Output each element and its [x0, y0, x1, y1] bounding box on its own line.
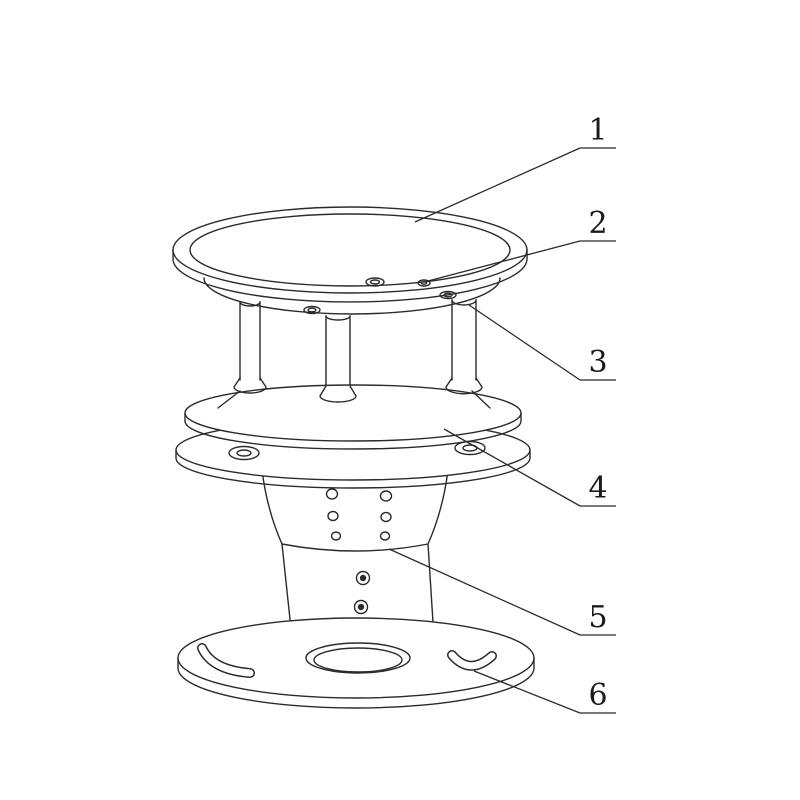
- post-right-top-junction: [451, 299, 477, 306]
- post-collars: [217, 377, 491, 409]
- post-left-shaft: [239, 301, 261, 381]
- vent-hole: [380, 511, 392, 523]
- callout-leader-1: [414, 147, 581, 223]
- screw-hole: [417, 279, 431, 287]
- screw-hole: [439, 290, 457, 300]
- screw-hole: [365, 277, 385, 287]
- flange-outer-edge: [177, 617, 535, 699]
- vent-hole: [330, 531, 342, 541]
- ring-upper-rim: [184, 412, 522, 450]
- mounting-flange: [177, 617, 535, 709]
- body-vent-holes: [325, 488, 393, 615]
- ring-lower-rim: [175, 449, 531, 489]
- screw-hole-inner: [420, 281, 428, 285]
- cap-outer-edge: [172, 206, 528, 294]
- cap-rim-thickness: [172, 249, 528, 303]
- flange-rim-thickness: [177, 657, 535, 709]
- screw-hole-inner: [369, 279, 381, 285]
- shield-ring-upper: [184, 384, 522, 450]
- body-bolt-hole: [353, 599, 369, 615]
- callout-label-1: 1: [588, 113, 607, 148]
- support-posts: [239, 299, 477, 389]
- vent-hole: [379, 531, 391, 541]
- callout-leader-6: [473, 670, 581, 714]
- vent-hole: [325, 488, 339, 500]
- flange-slot-right-inner: [448, 651, 496, 670]
- body-bolt-hole-center: [357, 603, 365, 611]
- ring-boss-left: [228, 445, 260, 461]
- ring-boss-left-hole: [236, 449, 252, 457]
- body-bolt-hole: [355, 570, 371, 586]
- collar-right: [445, 377, 483, 395]
- collar-middle: [319, 385, 357, 403]
- flange-center-hole: [305, 642, 411, 674]
- callout-label-6: 6: [588, 678, 607, 713]
- post-right-shaft: [451, 299, 477, 381]
- cap-screw-holes: [303, 277, 457, 315]
- callout-label-4: 4: [588, 471, 607, 506]
- post-left-top-junction: [239, 301, 261, 307]
- body-seam: [281, 543, 429, 552]
- callout-leader-4: [443, 428, 581, 507]
- callouts: 1 2 3 4 5 6: [388, 113, 616, 714]
- screw-hole: [303, 305, 321, 315]
- body-bolt-hole-center: [359, 574, 367, 582]
- flange-slot-left-inner: [198, 644, 254, 677]
- screw-hole-inner: [443, 292, 453, 298]
- vent-hole: [327, 510, 339, 522]
- sensor-body: [261, 469, 449, 639]
- post-middle-top-junction: [325, 315, 351, 321]
- body-outline: [261, 469, 449, 639]
- callout-leader-5: [388, 548, 581, 636]
- cap-underplate-edge: [203, 277, 501, 315]
- callout-label-3: 3: [588, 345, 607, 380]
- post-middle-shaft: [325, 315, 351, 389]
- callout-leader-2: [427, 240, 581, 282]
- top-cap: [172, 206, 528, 315]
- vent-hole: [379, 490, 393, 502]
- hub-cone-edges: [217, 390, 491, 409]
- cap-inner-chamfer: [189, 213, 511, 287]
- flange-center-hole-inner: [313, 647, 403, 673]
- callout-label-5: 5: [588, 600, 607, 635]
- screw-hole-inner: [307, 307, 317, 313]
- callout-leader-3: [468, 304, 581, 381]
- collar-left: [233, 377, 267, 394]
- callout-label-2: 2: [588, 206, 607, 241]
